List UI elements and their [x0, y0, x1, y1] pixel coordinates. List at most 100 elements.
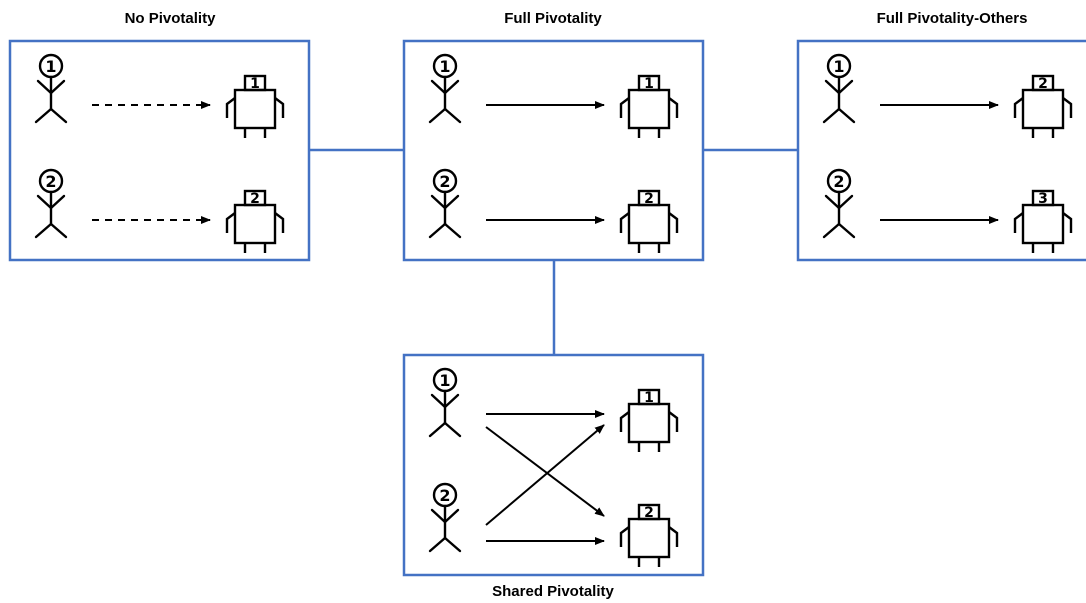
robot-right-arm	[274, 212, 285, 233]
robot-left-arm	[225, 212, 236, 233]
person-right-arm	[837, 194, 854, 210]
person-left-arm	[36, 194, 53, 210]
person-2-no-pivotality: 2	[34, 168, 68, 239]
person-right-arm	[49, 194, 66, 210]
person-number: 1	[45, 57, 56, 76]
robot-1-full-pivotality-others: 2	[1013, 74, 1073, 138]
person-left-arm	[430, 79, 447, 95]
robot-body	[627, 517, 671, 559]
person-left-arm	[824, 194, 841, 210]
panel-no-pivotality	[8, 39, 311, 262]
robot-left-arm	[619, 411, 630, 432]
robot-body	[233, 203, 277, 245]
robot-right-arm	[668, 526, 679, 547]
person-left-leg	[428, 536, 447, 553]
robot-number: 1	[250, 76, 260, 92]
robot-right-arm	[668, 97, 679, 118]
person-left-leg	[822, 222, 841, 239]
robot-number: 3	[1038, 191, 1048, 207]
person-2-shared-pivotality: 2	[428, 482, 462, 553]
person-1-full-pivotality-others: 1	[822, 53, 856, 124]
robot-1-no-pivotality: 1	[225, 74, 285, 138]
panel-full-pivotality-others	[796, 39, 1086, 262]
person-right-arm	[443, 393, 460, 409]
robot-right-arm	[1062, 97, 1073, 118]
person-left-leg	[34, 107, 53, 124]
person-number: 2	[45, 172, 56, 191]
person-left-leg	[428, 107, 447, 124]
person-right-leg	[49, 222, 68, 239]
person-number: 1	[833, 57, 844, 76]
panel-full-pivotality	[402, 39, 705, 262]
robot-number: 2	[250, 191, 260, 207]
robot-2-full-pivotality-others: 3	[1013, 189, 1073, 253]
person-right-arm	[443, 79, 460, 95]
person-number: 2	[439, 172, 450, 191]
person-left-leg	[428, 421, 447, 438]
panel-title-shared-pivotality: Shared Pivotality	[492, 583, 614, 600]
person-number: 2	[439, 486, 450, 505]
person-right-leg	[443, 222, 462, 239]
robot-body	[1021, 203, 1065, 245]
person-right-arm	[49, 79, 66, 95]
arrow-2-to-1-shared-pivotality	[485, 424, 605, 526]
robot-number: 1	[644, 76, 654, 92]
person-right-leg	[443, 107, 462, 124]
person-left-arm	[430, 508, 447, 524]
robot-left-arm	[225, 97, 236, 118]
person-2-full-pivotality: 2	[428, 168, 462, 239]
person-left-leg	[428, 222, 447, 239]
person-left-arm	[430, 194, 447, 210]
robot-number: 2	[1038, 76, 1048, 92]
arrow-1-to-2-shared-pivotality	[485, 426, 605, 517]
person-right-leg	[837, 107, 856, 124]
panel-connectors	[309, 148, 798, 355]
person-number: 1	[439, 371, 450, 390]
robot-2-full-pivotality: 2	[619, 189, 679, 253]
robot-left-arm	[619, 97, 630, 118]
person-right-arm	[443, 508, 460, 524]
robot-left-arm	[619, 526, 630, 547]
person-left-leg	[822, 107, 841, 124]
robot-body	[627, 203, 671, 245]
robot-left-arm	[1013, 212, 1024, 233]
robot-left-arm	[1013, 97, 1024, 118]
robot-right-arm	[1062, 212, 1073, 233]
person-left-arm	[36, 79, 53, 95]
robot-number: 2	[644, 191, 654, 207]
robot-1-shared-pivotality: 1	[619, 388, 679, 452]
person-right-arm	[837, 79, 854, 95]
robot-right-arm	[274, 97, 285, 118]
person-right-leg	[443, 421, 462, 438]
robot-body	[627, 402, 671, 444]
panel-shared-pivotality	[402, 353, 705, 577]
robot-body	[233, 88, 277, 130]
robot-number: 2	[644, 505, 654, 521]
person-right-leg	[837, 222, 856, 239]
robot-left-arm	[619, 212, 630, 233]
person-1-no-pivotality: 1	[34, 53, 68, 124]
robot-body	[627, 88, 671, 130]
robot-right-arm	[668, 212, 679, 233]
person-right-arm	[443, 194, 460, 210]
robot-1-full-pivotality: 1	[619, 74, 679, 138]
person-1-shared-pivotality: 1	[428, 367, 462, 438]
robot-2-no-pivotality: 2	[225, 189, 285, 253]
person-right-leg	[443, 536, 462, 553]
person-right-leg	[49, 107, 68, 124]
person-left-leg	[34, 222, 53, 239]
panel-title-no-pivotality: No Pivotality	[124, 10, 216, 27]
person-left-arm	[824, 79, 841, 95]
robot-number: 1	[644, 390, 654, 406]
panel-title-full-pivotality: Full Pivotality	[504, 10, 602, 27]
robot-body	[1021, 88, 1065, 130]
panel-title-full-pivotality-others: Full Pivotality-Others	[876, 10, 1028, 27]
robot-right-arm	[668, 411, 679, 432]
person-number: 1	[439, 57, 450, 76]
person-2-full-pivotality-others: 2	[822, 168, 856, 239]
person-number: 2	[833, 172, 844, 191]
robot-2-shared-pivotality: 2	[619, 503, 679, 567]
person-left-arm	[430, 393, 447, 409]
person-1-full-pivotality: 1	[428, 53, 462, 124]
